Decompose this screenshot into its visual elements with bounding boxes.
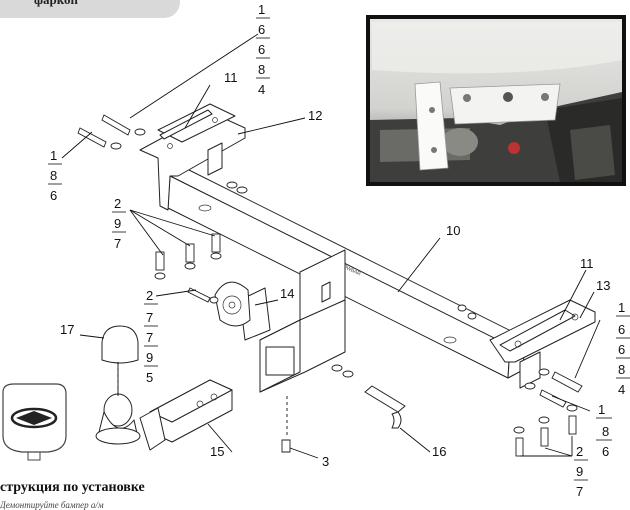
callout-stack-item: 9 — [146, 350, 153, 365]
hitch-pin — [364, 385, 406, 429]
callout-number: 11 — [224, 70, 238, 85]
right-bracket — [489, 299, 596, 389]
ball-mount — [95, 379, 233, 451]
callout-stack-item: 7 — [146, 330, 153, 345]
callout-number: 10 — [446, 223, 460, 238]
left-bracket — [139, 103, 246, 211]
callout-stack-item: 6 — [258, 22, 265, 37]
callout-stack-item: 9 — [114, 216, 121, 231]
callout-number: 16 — [432, 444, 446, 459]
ball-cap — [101, 325, 139, 364]
fasteners — [77, 114, 583, 457]
callout-stack-item: 8 — [50, 168, 57, 183]
callout-stack-item: 4 — [258, 82, 265, 97]
callout-number: 11 — [580, 256, 594, 271]
callout-stack-item: 7 — [576, 484, 583, 499]
instructions-subtitle: Демонтируйте бампер а/м — [0, 500, 104, 510]
callout-underlines — [48, 17, 630, 481]
callout: 2 7 7 9 5 — [146, 288, 153, 385]
callout-number: 1 — [598, 402, 605, 417]
callout-number: 14 — [280, 286, 294, 301]
callout-number: 12 — [308, 108, 322, 123]
header-tab-text: фаркоп — [34, 0, 78, 8]
callout-stack-item: 6 — [618, 322, 625, 337]
callout-number: 13 — [596, 278, 610, 293]
brand-emblem — [2, 383, 67, 461]
callout-stack-item: 4 — [618, 382, 625, 397]
callout-stack-item: 6 — [50, 188, 57, 203]
callout-stack-item: 6 — [602, 444, 609, 459]
callout-stack-item: 6 — [618, 342, 625, 357]
leader-lines — [61, 33, 601, 459]
callout-number: 1 — [618, 300, 625, 315]
socket-plate — [214, 281, 251, 327]
callout-stack-item: 7 — [146, 310, 153, 325]
callout: 1 6 6 8 4 — [258, 2, 265, 97]
callout: 1 8 6 — [598, 402, 609, 459]
receiver-assembly — [239, 249, 346, 393]
callout: 1 8 6 — [50, 148, 57, 203]
callout-number: 2 — [114, 196, 121, 211]
callout-number: 2 — [576, 444, 583, 459]
callout-number: 1 — [258, 2, 265, 17]
towbar-beam: TOWBAR — [167, 167, 526, 379]
callout-number: 15 — [210, 444, 224, 459]
callout: 2 9 7 — [114, 196, 121, 251]
callout-stack-item: 8 — [602, 424, 609, 439]
callout-labels: 1 6 6 8 4 1 8 6 11 12 2 9 7 10 2 7 7 9 5… — [50, 2, 625, 499]
callout: 2 9 7 — [576, 444, 583, 499]
callout-stack-item: 8 — [258, 62, 265, 77]
photo-inset — [366, 15, 626, 186]
callout-stack-item: 7 — [114, 236, 121, 251]
callout-number: 3 — [322, 454, 329, 469]
callout-number: 2 — [146, 288, 153, 303]
header-tab — [0, 0, 180, 18]
callout-number: 1 — [50, 148, 57, 163]
callout: 1 6 6 8 4 — [618, 300, 625, 397]
callout-number: 17 — [60, 322, 74, 337]
callout-stack-item: 6 — [258, 42, 265, 57]
instructions-title: струкция по установке — [0, 480, 145, 495]
callout-stack-item: 5 — [146, 370, 153, 385]
callout-stack-item: 8 — [618, 362, 625, 377]
callout-stack-item: 9 — [576, 464, 583, 479]
